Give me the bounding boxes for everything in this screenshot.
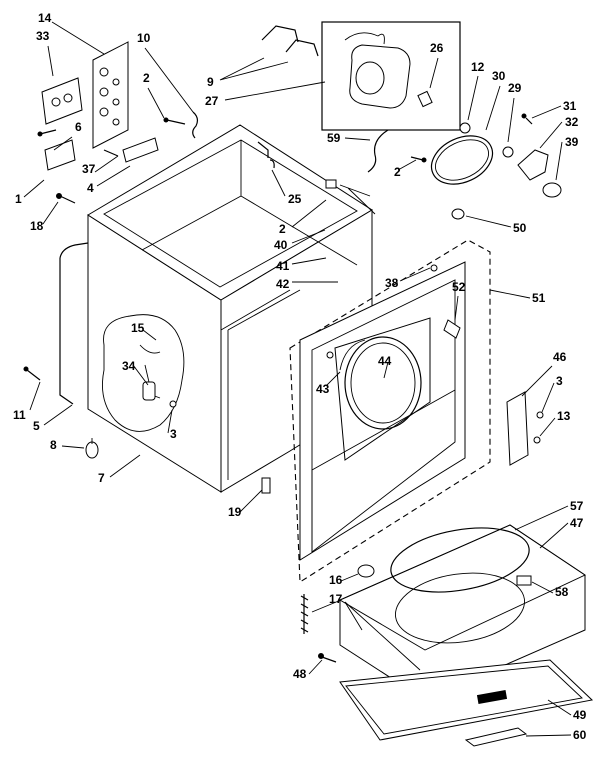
callout-label-19: 19 (228, 505, 242, 519)
callout-label-26: 26 (430, 41, 444, 55)
tub-ring-part-57 (390, 527, 530, 593)
callout-label-10: 10 (137, 31, 151, 45)
callout-label-17: 17 (329, 592, 343, 606)
callout-label-51: 51 (532, 291, 546, 305)
callout-label-40: 40 (274, 238, 288, 252)
callout-label-46: 46 (553, 350, 567, 364)
callout-label-57: 57 (570, 499, 584, 513)
drive-belt-part (430, 135, 494, 185)
door-catch-part-52 (443, 319, 461, 339)
leader-lines (23, 21, 572, 737)
callout-label-58: 58 (555, 585, 569, 599)
callout-label-1: 1 (15, 192, 22, 206)
front-panel-assembly (289, 239, 491, 583)
door-opening-part (334, 317, 431, 461)
hinge-assembly (506, 391, 544, 466)
bracket-part-1 (44, 139, 76, 171)
motor-box-outline (321, 21, 461, 131)
callout-label-47: 47 (570, 516, 584, 530)
callout-label-2a: 2 (143, 71, 150, 85)
callout-label-7: 7 (98, 471, 105, 485)
door-seal-part-44 (344, 336, 422, 430)
callout-label-52: 52 (452, 280, 466, 294)
cabinet-top-opening (103, 139, 358, 288)
callout-label-3a: 3 (556, 374, 563, 388)
cabinet-assembly (23, 124, 376, 494)
leveling-leg-part (85, 441, 99, 459)
clip-part-19 (261, 477, 271, 494)
callout-label-18: 18 (30, 219, 44, 233)
callout-label-44: 44 (378, 354, 392, 368)
motor-assembly (261, 21, 461, 173)
callout-label-33: 33 (36, 29, 50, 43)
callout-label-42: 42 (276, 277, 290, 291)
terminal-block-part (92, 41, 129, 149)
callout-label-4: 4 (87, 181, 94, 195)
clip-part-58 (516, 575, 532, 586)
callout-label-30: 30 (492, 69, 506, 83)
callout-label-13: 13 (557, 409, 571, 423)
callout-label-2c: 2 (279, 222, 286, 236)
idler-bracket-part (517, 149, 549, 181)
terminal-block-assembly (37, 41, 199, 204)
bracket-part-33 (41, 77, 83, 125)
callout-label-8: 8 (50, 438, 57, 452)
motor-clip-part-26 (417, 90, 433, 108)
callout-label-29: 29 (508, 81, 522, 95)
belt-pulley-assembly (430, 113, 562, 220)
callout-label-59: 59 (327, 131, 341, 145)
door-switch-part (142, 381, 156, 401)
callout-label-60: 60 (573, 728, 587, 742)
callout-label-37: 37 (82, 162, 96, 176)
cap-part-16 (357, 564, 375, 578)
callout-label-27: 27 (205, 94, 219, 108)
callout-label-39: 39 (565, 135, 579, 149)
callout-label-25: 25 (288, 192, 302, 206)
callout-label-41: 41 (276, 259, 290, 273)
callout-label-38: 38 (385, 276, 399, 290)
callout-label-31: 31 (563, 99, 577, 113)
callout-label-11: 11 (13, 408, 26, 422)
callout-label-49: 49 (573, 708, 587, 722)
callout-label-12: 12 (471, 60, 485, 74)
base-opening (395, 572, 525, 644)
cutaway-view (101, 314, 185, 432)
front-panel-dashed-outline (289, 239, 491, 583)
callout-label-14: 14 (38, 11, 52, 25)
callout-label-34: 34 (122, 359, 136, 373)
callout-label-15: 15 (131, 321, 145, 335)
idler-pulley-part (542, 182, 562, 198)
callout-label-32: 32 (565, 115, 579, 129)
idler-spring-part-50 (451, 208, 465, 220)
callout-label-6: 6 (75, 120, 82, 134)
callout-label-16: 16 (329, 573, 343, 587)
callout-label-43: 43 (316, 382, 330, 396)
callout-label-2b: 2 (394, 165, 401, 179)
pulley-part-12 (459, 122, 471, 134)
callout-label-9: 9 (207, 75, 214, 89)
callout-label-50: 50 (513, 221, 527, 235)
base-assembly (300, 524, 594, 747)
trim-strip-part-60 (464, 727, 528, 747)
hinge-part-46 (506, 391, 529, 466)
callout-label-3b: 3 (170, 427, 177, 441)
callout-label-5: 5 (33, 419, 40, 433)
callout-label-48: 48 (293, 667, 307, 681)
